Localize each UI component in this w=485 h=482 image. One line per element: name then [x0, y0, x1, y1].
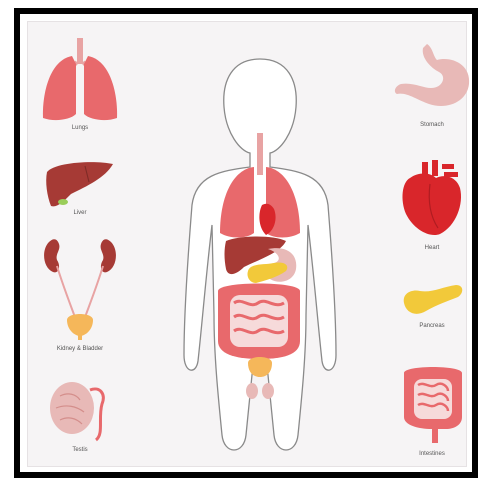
pancreas-icon	[402, 283, 464, 317]
intestines-label: Intestines	[392, 451, 472, 457]
stomach-label: Stomach	[392, 122, 472, 128]
child-body-figure	[170, 55, 350, 465]
kidney-bladder-label: Kidney & Bladder	[40, 346, 120, 352]
pancreas-label: Pancreas	[392, 323, 472, 329]
liver-label: Liver	[40, 210, 120, 216]
stomach-icon	[393, 44, 471, 110]
testis-label: Testis	[40, 447, 120, 453]
heart-label: Heart	[392, 245, 472, 251]
heart-icon	[400, 160, 466, 238]
lungs-label: Lungs	[40, 125, 120, 131]
lungs-icon	[40, 38, 120, 122]
testis-icon	[46, 378, 112, 442]
liver-icon	[45, 160, 115, 210]
kidney-bladder-icon	[43, 236, 117, 340]
intestines-icon	[398, 363, 468, 443]
